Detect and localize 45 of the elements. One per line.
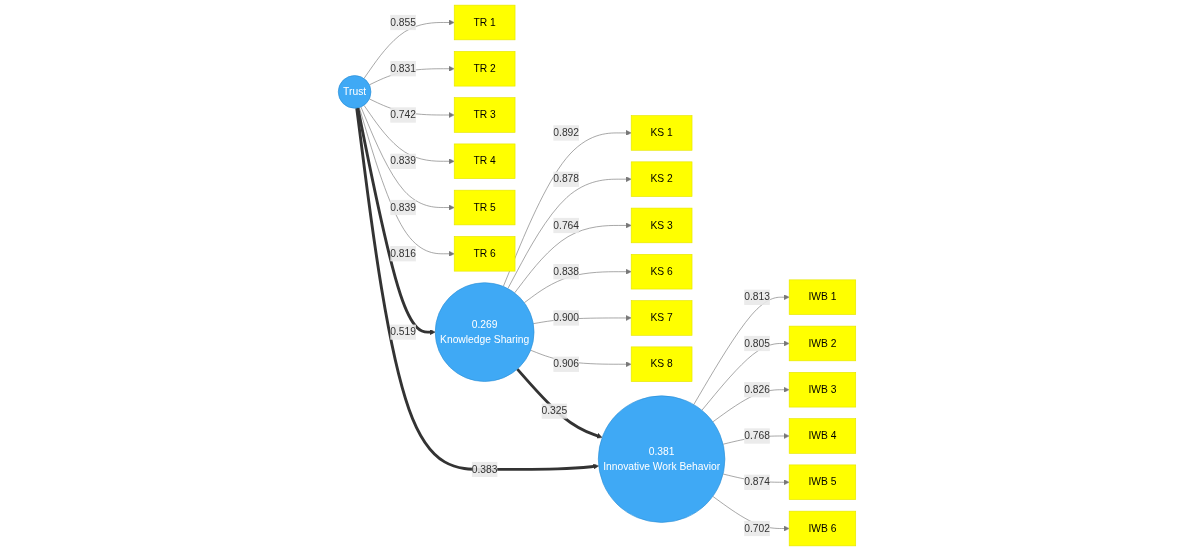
edge-label: 0.831 [390, 62, 416, 74]
node-box: IWB 2 [788, 325, 857, 362]
node-box: KS 6 [630, 254, 693, 290]
edge-label: 0.826 [744, 383, 770, 395]
node-box: TR 2 [453, 51, 516, 87]
edge-label: 0.839 [390, 201, 416, 213]
edge-label: 0.764 [553, 219, 580, 231]
edge-label: 0.742 [390, 109, 416, 121]
arrow [516, 368, 603, 439]
edge-label: 0.805 [744, 337, 770, 349]
node-box: KS 7 [630, 300, 693, 336]
node-box: KS 3 [630, 207, 693, 244]
edge-label: 0.838 [553, 265, 580, 277]
edge-label: 0.813 [744, 291, 770, 303]
arrow [356, 107, 436, 335]
node-box: IWB 5 [788, 464, 857, 500]
node-box: KS 1 [630, 115, 693, 151]
node-circle: 0.269 Knowledge Sharing [434, 282, 535, 382]
edge-label: 0.892 [553, 127, 580, 139]
node-box: IWB 3 [788, 372, 857, 408]
node-box: TR 6 [453, 236, 516, 272]
arrow [355, 107, 599, 471]
node-box: TR 5 [453, 189, 516, 226]
edge-label: 0.768 [744, 430, 770, 442]
edge-label: 0.519 [390, 326, 416, 338]
node-box: IWB 4 [788, 418, 857, 454]
node-box: KS 8 [630, 346, 693, 382]
node-circle: Trust [337, 75, 372, 109]
edge-label: 0.906 [553, 358, 580, 370]
edge-label: 0.816 [390, 248, 416, 259]
node-box: IWB 1 [788, 279, 857, 315]
edge-label: 0.874 [744, 476, 770, 488]
edge-label: 0.702 [744, 522, 770, 534]
node-box: TR 3 [453, 97, 516, 133]
node-box: IWB 6 [788, 510, 857, 547]
edge-label: 0.855 [390, 16, 416, 28]
node-circle: 0.381 Innovative Work Behavior [598, 395, 726, 523]
node-box: TR 4 [453, 143, 516, 179]
node-box: TR 1 [453, 4, 516, 41]
edge-label: 0.383 [471, 463, 498, 475]
edge-label: 0.325 [541, 405, 568, 417]
node-box: KS 2 [630, 161, 693, 197]
edge-label: 0.900 [553, 312, 580, 324]
edge-label: 0.878 [553, 173, 580, 185]
edge-label: 0.839 [390, 155, 416, 167]
